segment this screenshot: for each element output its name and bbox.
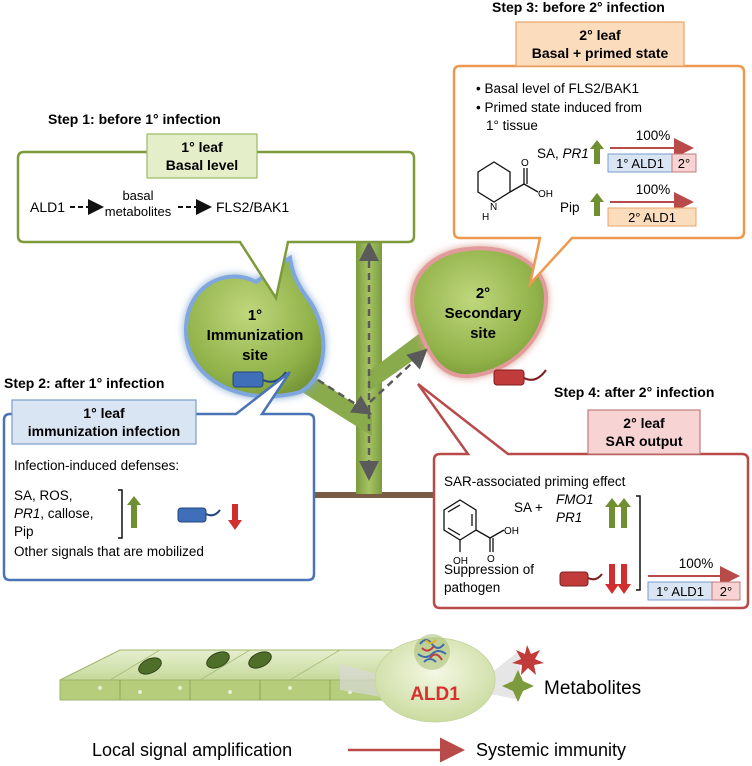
leaf1-line3: site [242,347,268,364]
step3-pip-label: Pip [560,200,580,215]
step2-line1: SA, ROS, [14,488,73,503]
step4-pr1: PR1 [556,510,582,525]
step3-bar1-b-label: 2° [678,156,690,171]
pathogen-blue-icon [177,507,221,523]
step3-title-box [515,21,685,67]
step4-heading: Step 4: after 2° infection [554,384,714,400]
signal-arrow-branch-left [317,378,373,415]
step3-bar1-b [671,153,697,173]
pip-chem-o: O [521,158,529,169]
salicylic-acid-structure [443,499,505,552]
step4-callout [416,383,750,610]
step2-title-line1: 1° leaf [83,405,125,421]
signal-arrow-branch-right [369,348,428,403]
step1-metabolites: metabolites [105,204,172,219]
step3-bar2 [607,207,697,227]
sa-chem-oh2: OH [504,526,519,537]
green-diamond-icon [502,670,534,702]
step4-supp2: pathogen [444,580,500,595]
leaf1-line2: Immunization [207,327,304,344]
step3-title-line2: Basal + primed state [532,45,669,61]
sa-chem-oh1: OH [453,556,468,567]
sa-chem-o: O [487,554,495,565]
plant: 1° Immunization site 2° Secondary site [183,226,549,498]
leaf2-line1: 2° [476,285,490,302]
up-arrow-icon [590,193,604,216]
pipecolic-acid-structure [477,161,539,203]
step3-bullet1: • Basal level of FLS2/BAK1 [476,81,639,96]
pathogen-red-icon [493,369,547,386]
leaf2-line2: Secondary [445,305,522,322]
step3-pct2: 100% [636,182,671,197]
step4-bar-a-label: 1° ALD1 [656,584,704,599]
step4-fmo1: FMO1 [556,492,594,507]
up-arrow-icon [590,140,604,164]
step3-bullet2a: • Primed state induced from [476,100,642,115]
metabolites-label: Metabolites [544,678,641,699]
protein-structure-icon [414,634,450,670]
step2-intro: Infection-induced defenses: [14,458,179,473]
down-arrow-icon [228,504,242,530]
red-star-icon [512,645,544,675]
local-label: Local signal amplification [92,740,292,760]
step1-heading: Step 1: before 1° infection [48,111,221,127]
step2-line3: Pip [14,524,34,539]
secondary-leaf [410,246,549,379]
pathogen-blue-icon [232,371,287,388]
step4-title-line1: 2° leaf [623,415,665,431]
step4-supp1: Suppression of [444,562,534,577]
leaf2-line3: site [470,325,496,342]
step3-callout [452,64,746,289]
ald1-label: ALD1 [410,684,460,705]
pathogen-red-icon [559,571,603,587]
step4-intro: SAR-associated priming effect [444,474,626,489]
step2-footer: Other signals that are mobilized [14,544,204,559]
step3-heading: Step 3: before 2° infection [492,0,665,15]
step1-fls2: FLS2/BAK1 [216,199,289,215]
leaf1-line1: 1° [248,307,262,324]
step1-title-box [146,133,258,179]
step2-title-line2: immunization infection [28,423,180,439]
double-down-arrow-icon [605,564,631,594]
step3-bullet2b: 1° tissue [486,118,538,133]
step1-ald1: ALD1 [30,199,65,215]
step2-title-box [11,399,197,445]
step4-bracket [636,495,641,591]
step3-title-line1: 2° leaf [579,27,621,43]
step3-sa-label: SA, PR1 [537,146,589,161]
step1-title-line1: 1° leaf [181,139,223,155]
step4-sa-plus: SA + [514,500,543,515]
pip-chem-h: H [482,212,489,223]
step3-bar2-label: 2° ALD1 [628,210,676,225]
step4-bar-b-label: 2° [720,584,732,599]
step4-title-box [587,409,701,455]
step4-title-line2: SAR output [606,433,683,449]
step2-heading: Step 2: after 1° infection [4,375,164,391]
step1-title-line2: Basal level [166,157,238,173]
up-arrow-icon [127,496,141,528]
ground-line [283,492,491,498]
double-up-arrow-icon [605,498,631,528]
step4-bar-b [711,581,741,601]
step3-bar1-a-label: 1° ALD1 [616,156,664,171]
step1-basal: basal [122,188,153,203]
systemic-label: Systemic immunity [476,740,626,760]
step2-bracket [118,489,123,539]
immunization-leaf [183,254,326,399]
step4-pct: 100% [679,556,714,571]
pip-chem-n: N [490,202,497,213]
step1-callout [16,150,416,302]
pip-chem-oh: OH [538,189,553,200]
step3-pct1: 100% [636,128,671,143]
step2-line2: PR1, callose, [14,506,94,521]
